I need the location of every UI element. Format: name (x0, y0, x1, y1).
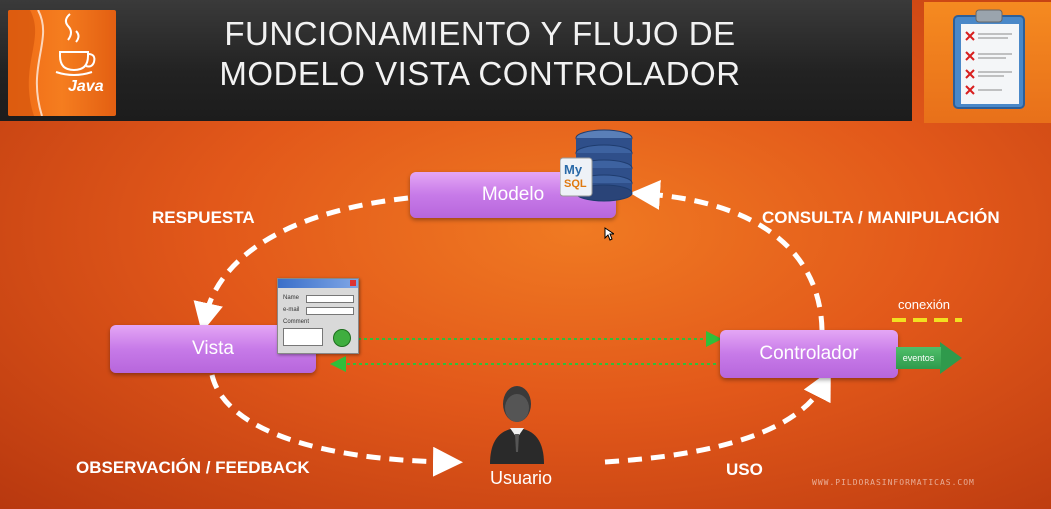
form-close-icon (350, 280, 356, 286)
clipboard-icon (953, 9, 1025, 109)
form-window-icon: Name e-mail Comment (277, 278, 359, 354)
java-logo: Java (8, 10, 116, 116)
mouse-cursor-icon (604, 227, 614, 241)
form-email-label: e-mail (283, 307, 300, 313)
mysql-my-text: My (564, 162, 583, 177)
user-person-icon (484, 378, 550, 464)
arrow-uso (604, 369, 831, 465)
label-consulta: CONSULTA / MANIPULACIÓN (762, 208, 1000, 227)
eventos-arrow-head (940, 342, 962, 374)
form-comment-label: Comment (283, 319, 310, 325)
database-mysql-icon: My SQL (559, 128, 636, 202)
mysql-sql-text: SQL (564, 178, 587, 190)
form-name-label: Name (283, 295, 300, 301)
clipboard-panel (924, 2, 1051, 123)
form-email-input (306, 307, 354, 315)
page-title: FUNCIONAMIENTO Y FLUJO DE MODELO VISTA C… (180, 14, 780, 94)
title-line-2: MODELO VISTA CONTROLADOR (219, 55, 741, 92)
title-line-1: FUNCIONAMIENTO Y FLUJO DE (224, 15, 736, 52)
java-logo-text: Java (68, 78, 104, 95)
arrow-observacion (209, 374, 463, 477)
node-usuario-label: Usuario (490, 468, 553, 488)
form-name-input (306, 295, 354, 303)
label-observacion: OBSERVACIÓN / FEEDBACK (76, 458, 310, 477)
node-controlador: Controlador (720, 330, 898, 378)
java-cup-icon (8, 10, 96, 116)
watermark: WWW.PILDORASINFORMATICAS.COM (812, 478, 975, 487)
label-uso: USO (726, 460, 763, 479)
label-conexion: conexión (898, 297, 951, 312)
form-comment-input (283, 328, 323, 346)
header-bar: Java FUNCIONAMIENTO Y FLUJO DE MODELO VI… (0, 0, 912, 121)
eventos-badge: eventos (896, 347, 941, 369)
form-titlebar (278, 279, 358, 288)
arrow-consulta (630, 179, 825, 331)
form-submit-icon (333, 329, 351, 347)
arrow-respuesta (193, 195, 409, 333)
label-respuesta: RESPUESTA (152, 208, 255, 227)
